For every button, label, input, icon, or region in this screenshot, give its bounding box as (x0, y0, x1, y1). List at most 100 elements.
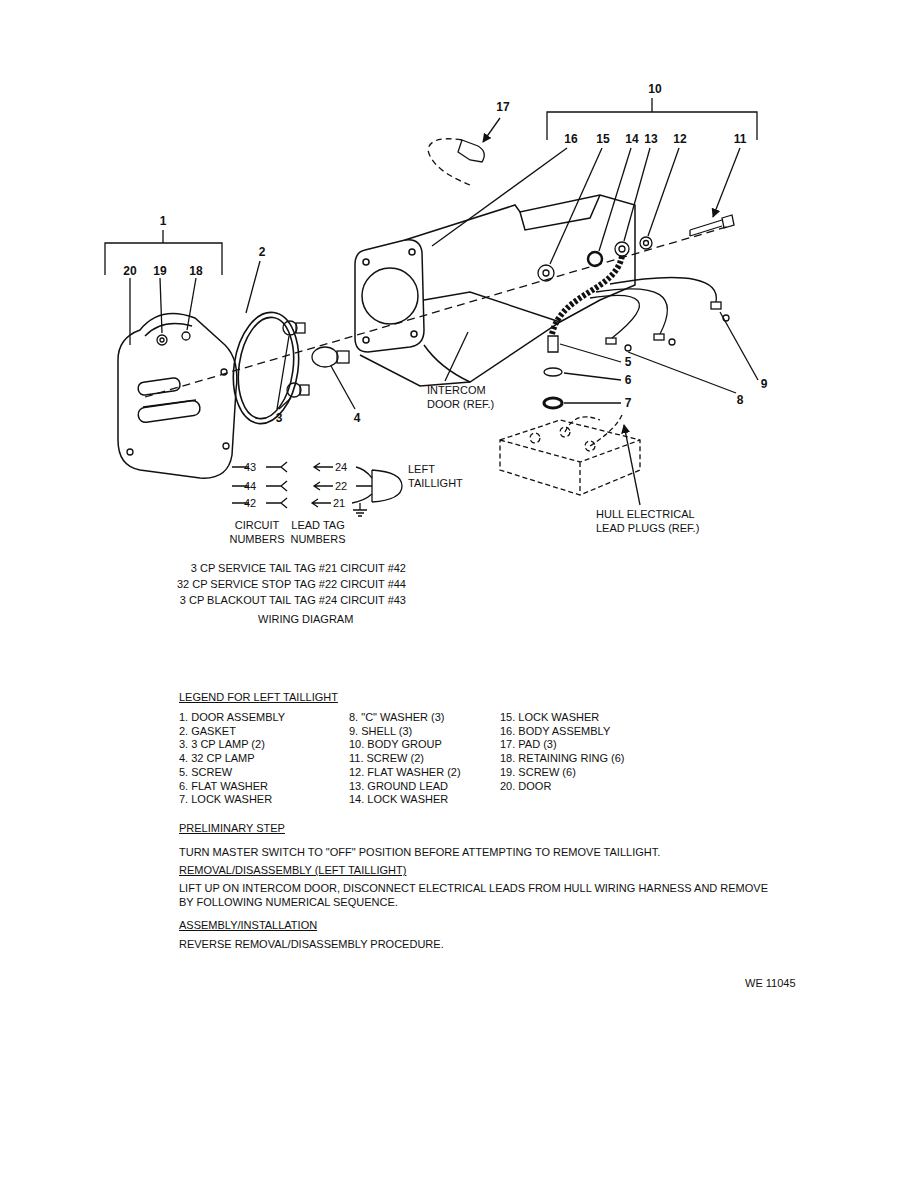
door-screw (221, 369, 227, 375)
callout-number: 8 (727, 393, 753, 407)
wiring-note: 32 CP SERVICE STOP TAG #22 CIRCUIT #44 (146, 577, 406, 591)
hull-lead-plug (500, 440, 640, 495)
callout-number: 11 (727, 132, 753, 146)
callout-number: 2 (249, 245, 275, 259)
callout-number: 17 (490, 100, 516, 114)
door-assembly (118, 314, 237, 479)
body-assembly (355, 195, 635, 386)
door-assembly (137, 400, 200, 423)
wiring-note: 3 CP SERVICE TAIL TAG #21 CIRCUIT #42 (146, 561, 406, 575)
door-assembly (118, 314, 237, 479)
gasket (227, 308, 306, 428)
pad (483, 118, 500, 142)
circuit-number: 44 (241, 479, 259, 493)
wiring-symbol (232, 481, 287, 491)
screw (722, 215, 734, 228)
legend-item: 17. PAD (3) (500, 737, 557, 751)
hull-lead-plug (565, 415, 622, 446)
wire (711, 302, 721, 309)
wiring-symbol (232, 498, 287, 508)
wiring-symbol (314, 482, 333, 490)
wiring-symbol (353, 503, 367, 516)
legend-item: 6. FLAT WASHER (179, 779, 268, 793)
legend-item: 11. SCREW (2) (349, 751, 424, 765)
wiring-symbol (314, 463, 333, 471)
body-assembly (360, 195, 635, 386)
door-screw (182, 332, 190, 340)
door-assembly (145, 324, 192, 336)
lead-tag-number: 24 (332, 460, 350, 474)
wire (606, 338, 616, 344)
column-label: LEAD TAG NUMBERS (287, 518, 349, 546)
wire (669, 339, 675, 345)
hull-lead-plug (500, 420, 640, 495)
leader-line (564, 402, 621, 403)
pad (458, 140, 484, 162)
section-heading: REMOVAL/DISASSEMBLY (LEFT TAILLIGHT) (179, 863, 406, 877)
door-screw (127, 332, 229, 455)
lamp (300, 385, 309, 395)
instruction-text: LIFT UP ON INTERCOM DOOR, DISCONNECT ELE… (179, 881, 779, 909)
door-screw (127, 449, 133, 455)
wiring-symbol (232, 462, 287, 472)
lead-tag-number: 21 (330, 496, 348, 510)
leader-line (550, 148, 602, 264)
lamp (283, 321, 349, 397)
diagram-caption: WIRING DIAGRAM (258, 612, 353, 626)
door-assembly (143, 400, 196, 407)
wiring-symbol (372, 470, 402, 502)
door-screw (160, 338, 164, 342)
body-assembly (424, 292, 560, 322)
gasket (227, 308, 306, 428)
wiring-symbol (232, 462, 402, 516)
group-bracket (105, 98, 757, 275)
part-label: INTERCOM DOOR (REF.) (427, 383, 519, 411)
door-screw (157, 335, 167, 345)
pad (428, 139, 470, 185)
lamp (312, 347, 338, 367)
callout-number: 1 (150, 214, 176, 228)
body-assembly (409, 249, 415, 255)
leader-line (130, 148, 758, 505)
leader-line (432, 148, 567, 246)
callout-number: 6 (615, 373, 641, 387)
legend-item: 7. LOCK WASHER (179, 792, 272, 806)
section-heading: ASSEMBLY/INSTALLATION (179, 918, 317, 932)
legend-item: 2. GASKET (179, 724, 236, 738)
legend-item: 13. GROUND LEAD (349, 779, 448, 793)
component-label: LEFT TAILLIGHT (408, 462, 488, 490)
wire (590, 278, 729, 351)
lamp (337, 351, 349, 363)
ground-lead (544, 256, 622, 408)
section-heading: PRELIMINARY STEP (179, 821, 285, 835)
callout-number: 20 (117, 264, 143, 278)
wiring-note: 3 CP BLACKOUT TAIL TAG #24 CIRCUIT #43 (146, 593, 406, 607)
legend-item: 20. DOOR (500, 779, 551, 793)
wiring-symbol (352, 467, 372, 503)
legend-item: 12. FLAT WASHER (2) (349, 765, 461, 779)
leader-line (277, 336, 291, 409)
wiring-symbol (312, 499, 331, 507)
callout-number: 16 (558, 132, 584, 146)
hull-lead-plug (500, 415, 640, 495)
leader-line (187, 278, 196, 330)
washer (615, 242, 629, 256)
washer (543, 270, 549, 276)
body-assembly (355, 240, 424, 352)
washer (619, 246, 625, 252)
legend-item: 10. BODY GROUP (349, 737, 442, 751)
circuit-number: 43 (241, 460, 259, 474)
pad (428, 118, 500, 185)
body-assembly (363, 259, 369, 265)
ground-lead (544, 398, 562, 408)
washer (640, 237, 652, 249)
door-screw (223, 443, 229, 449)
legend-item: 9. SHELL (3) (349, 724, 412, 738)
callout-number: 19 (147, 264, 173, 278)
legend-item: 4. 32 CP LAMP (179, 751, 255, 765)
leader-line (445, 332, 468, 381)
wire (596, 289, 667, 334)
screw (690, 215, 734, 236)
leader-line (713, 148, 740, 217)
